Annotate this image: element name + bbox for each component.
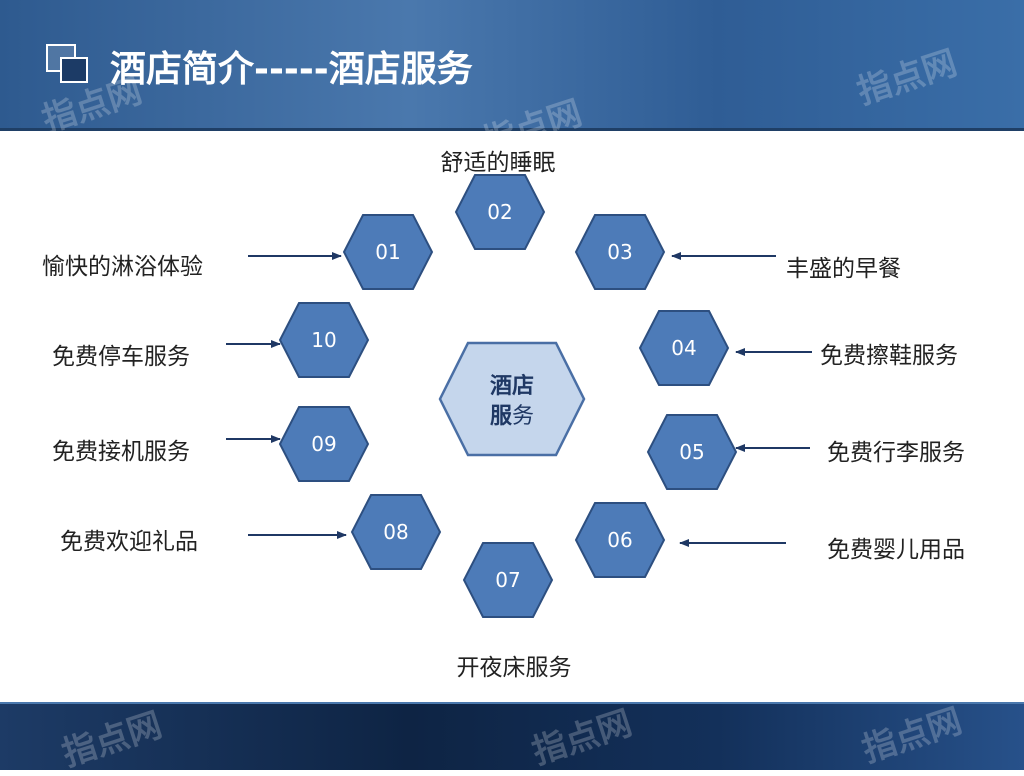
watermark: 指点网 [57, 705, 167, 775]
service-label-02: 舒适的睡眠 [440, 150, 556, 176]
hexagon-shape [342, 214, 434, 290]
center-hexagon: 酒店 服务 [438, 341, 586, 457]
hexagon-number: 04 [671, 336, 696, 360]
service-hexagon-03: 03 [574, 214, 666, 290]
service-label-09: 免费接机服务 [52, 439, 190, 465]
hexagon-number: 08 [383, 520, 408, 544]
hexagon-number: 10 [311, 328, 336, 352]
service-hexagon-09: 09 [278, 406, 370, 482]
page-title: 酒店简介-----酒店服务 [110, 49, 473, 90]
footer-band: 指点网 指点网 指点网 [0, 701, 1024, 775]
watermark: 指点网 [527, 703, 637, 773]
hexagon-shape [646, 414, 738, 490]
service-hexagon-04: 04 [638, 310, 730, 386]
hexagon-number: 07 [495, 568, 520, 592]
hexagon-number: 02 [487, 200, 512, 224]
service-label-03: 丰盛的早餐 [786, 256, 901, 282]
service-label-01: 愉快的淋浴体验 [42, 254, 203, 280]
hexagon-shape [350, 494, 442, 570]
service-hexagon-06: 06 [574, 502, 666, 578]
service-label-06: 免费婴儿用品 [827, 537, 965, 563]
service-hexagon-07: 07 [462, 542, 554, 618]
hexagon-number: 05 [679, 440, 704, 464]
service-hexagon-05: 05 [646, 414, 738, 490]
service-label-08: 免费欢迎礼品 [60, 529, 198, 555]
service-hexagon-10: 10 [278, 302, 370, 378]
center-line1: 酒店 [490, 374, 534, 399]
service-label-07: 开夜床服务 [456, 655, 572, 681]
hexagon-shape [278, 406, 370, 482]
center-line2-rest: 务 [512, 404, 534, 429]
hexagon-number: 03 [607, 240, 632, 264]
hexagon-shape [454, 174, 546, 250]
center-line2-bold: 服 [490, 404, 513, 429]
service-hexagon-01: 01 [342, 214, 434, 290]
title-squares-icon [46, 44, 90, 84]
service-label-04: 免费擦鞋服务 [820, 343, 958, 369]
hexagon-number: 01 [375, 240, 400, 264]
service-hexagon-02: 02 [454, 174, 546, 250]
header-banner: 酒店简介-----酒店服务 指点网 指点网 指点网 [0, 0, 1024, 163]
hexagon-shape [462, 542, 554, 618]
service-hexagon-08: 08 [350, 494, 442, 570]
hexagon-number: 09 [311, 432, 336, 456]
center-line2: 服务 [490, 404, 534, 429]
watermark: 指点网 [857, 701, 967, 771]
hexagon-shape [574, 214, 666, 290]
service-label-05: 免费行李服务 [827, 440, 965, 466]
hexagon-shape [278, 302, 370, 378]
hexagon-number: 06 [607, 528, 632, 552]
service-label-10: 免费停车服务 [52, 344, 190, 370]
hexagon-shape [574, 502, 666, 578]
hexagon-shape [638, 310, 730, 386]
